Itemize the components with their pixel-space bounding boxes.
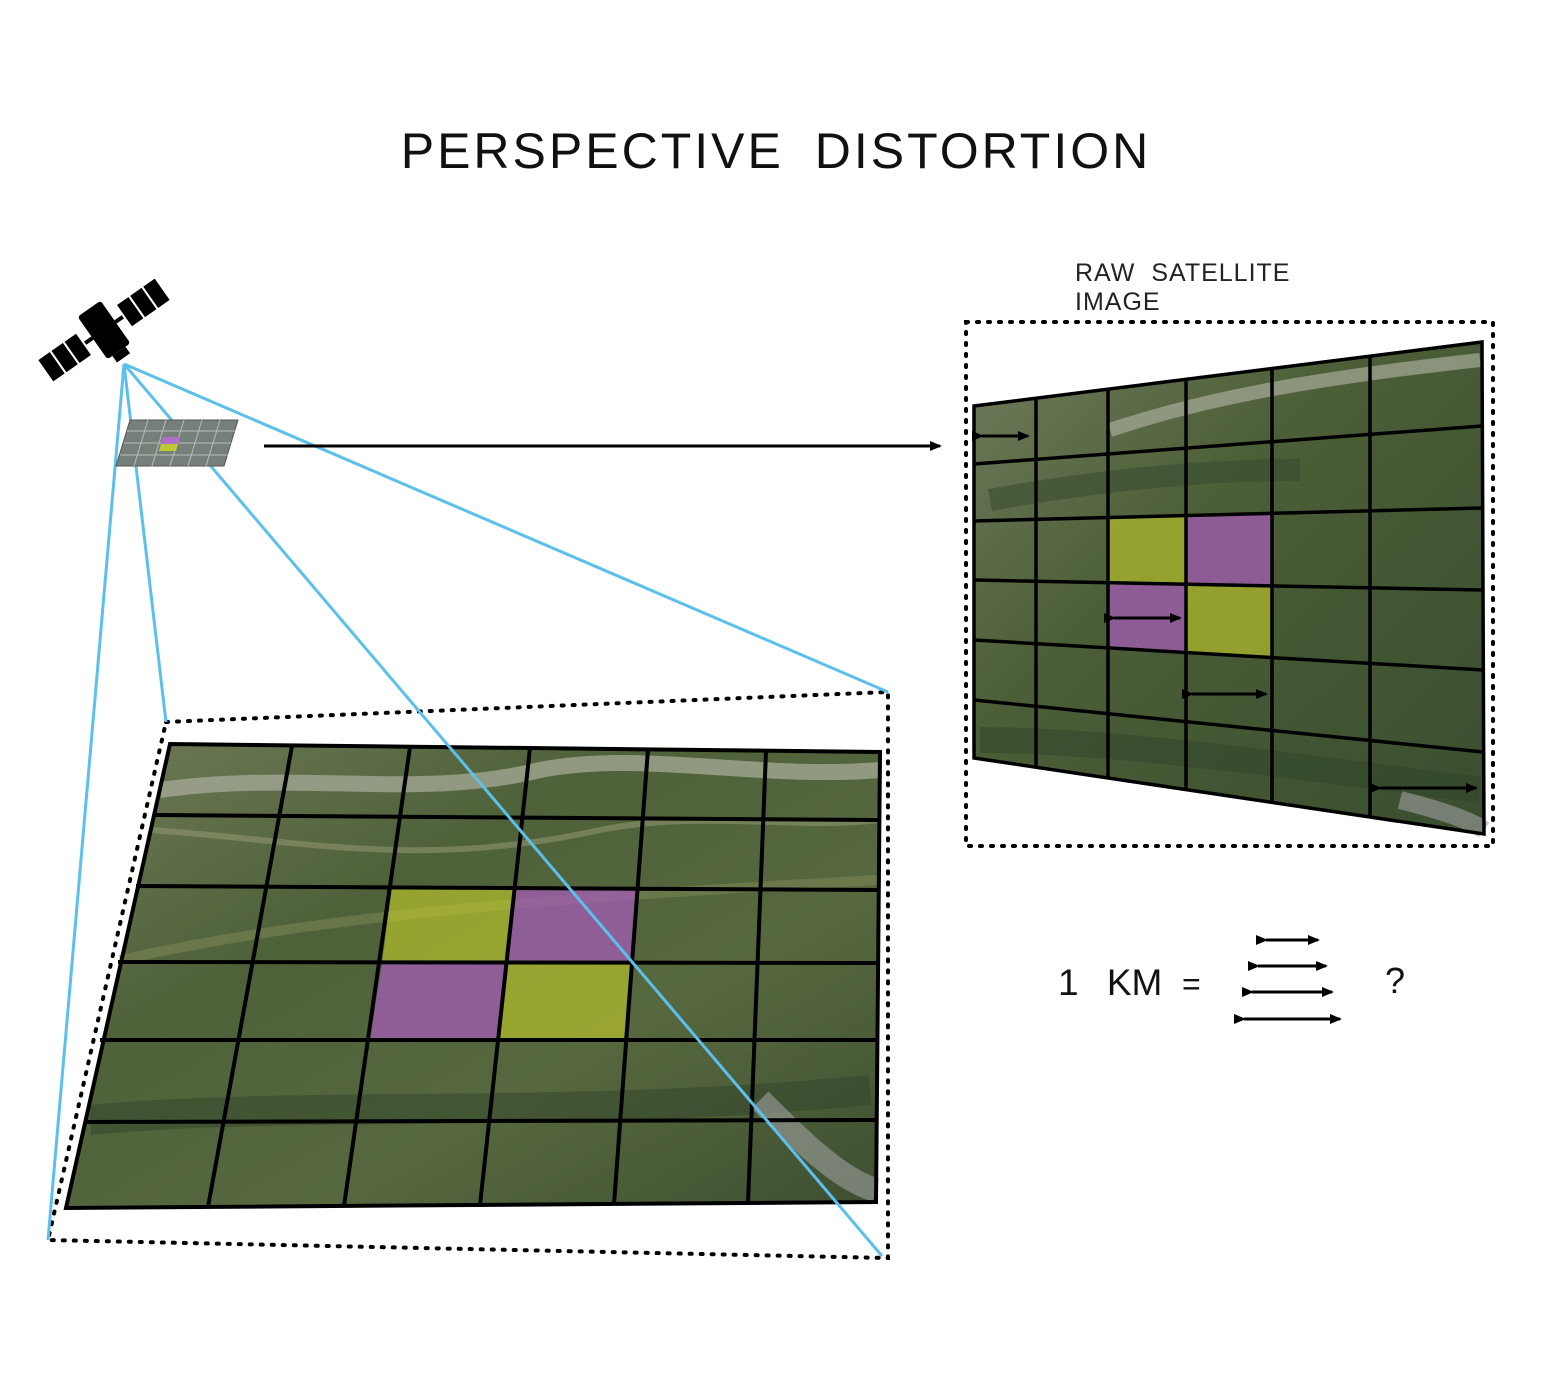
raw-scale-arrows (972, 431, 1478, 793)
ground-highlight-cells (370, 887, 636, 1040)
raw-grid (972, 340, 1486, 837)
raw-image-panel (964, 320, 1495, 848)
ground-cell-purple-a (505, 887, 636, 963)
ground-grid (63, 741, 883, 1211)
raw-image-dotted-frame (964, 320, 1495, 848)
raw-cell-yellow-b (1186, 583, 1272, 657)
raw-cell-yellow-a (1108, 516, 1186, 585)
ground-cell-yellow-b (497, 963, 630, 1040)
ground-scene (45, 689, 890, 1261)
ground-cell-yellow-a (382, 887, 514, 963)
equation-question: ? (1385, 960, 1406, 1001)
diagram-title: PERSPECTIVE DISTORTION (400, 123, 1152, 179)
equation-lhs: 1 KM (1058, 962, 1163, 1003)
ground-footprint-dotted-outline (45, 689, 890, 1261)
satellite-icon (35, 275, 173, 385)
km-equivalence-arrows (1234, 935, 1342, 1024)
view-lines (46, 362, 889, 1257)
ground-cell-purple-b (370, 963, 505, 1040)
raw-image-label: RAW SATELLITE IMAGE (1075, 259, 1291, 316)
equation-equals: = (1182, 966, 1201, 1002)
raw-cell-purple-a (1186, 513, 1272, 586)
captured-image-thumbnail (115, 419, 239, 467)
